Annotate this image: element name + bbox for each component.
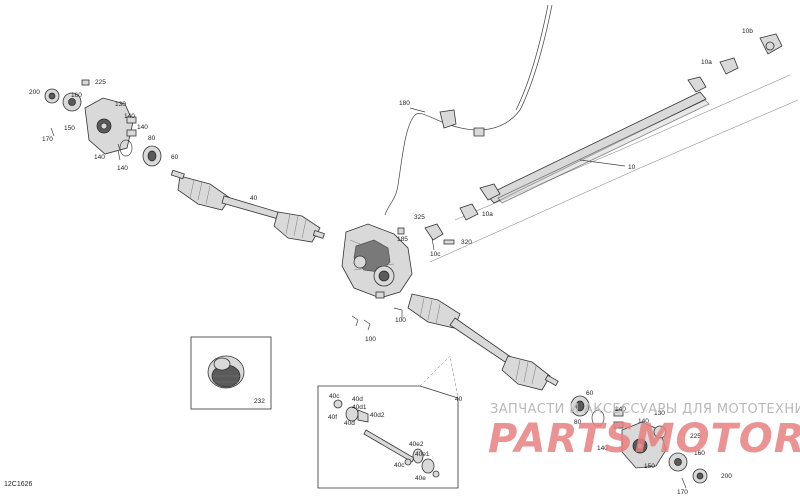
label-140-b: 140 xyxy=(137,124,148,131)
label-80-left: 80 xyxy=(148,135,156,142)
label-130-right: 130 xyxy=(654,410,665,417)
label-225-right: 225 xyxy=(690,433,701,440)
label-40d: 40d xyxy=(344,420,355,427)
label-170-left: 170 xyxy=(42,136,53,143)
label-200-right: 200 xyxy=(721,473,732,480)
label-40e1: 40e1 xyxy=(415,451,430,458)
label-232: 232 xyxy=(254,398,265,405)
label-320: 320 xyxy=(461,239,472,246)
label-140-a: 140 xyxy=(124,113,135,120)
label-100-a: 100 xyxy=(365,336,376,343)
label-140-c: 140 xyxy=(94,154,105,161)
detail-inset-40 xyxy=(317,355,459,489)
label-80-right: 80 xyxy=(574,419,582,426)
label-40f: 40f xyxy=(328,414,337,421)
label-10c: 10c xyxy=(430,251,441,258)
breather-hose xyxy=(384,4,553,216)
right-drive-shaft xyxy=(407,293,559,391)
label-40c-top: 40c xyxy=(329,393,340,400)
label-130-left: 130 xyxy=(115,101,126,108)
label-225-left: 225 xyxy=(95,79,106,86)
propeller-shaft-assembly xyxy=(427,33,799,263)
watermark-logo: PARTSMOTOR.RU xyxy=(488,416,800,462)
label-140-e: 140 xyxy=(597,445,608,452)
label-325: 325 xyxy=(414,214,425,221)
label-10a-bottom: 10a xyxy=(482,211,493,218)
label-40d-top: 40d xyxy=(352,396,363,403)
label-40d2: 40d2 xyxy=(370,412,385,419)
label-60-left: 60 xyxy=(171,154,179,161)
label-160-right: 160 xyxy=(694,450,705,457)
rear-differential xyxy=(341,223,455,331)
left-hub-assembly xyxy=(44,79,162,167)
diagram-code: 12C1626 xyxy=(4,481,33,488)
label-160-left: 160 xyxy=(71,92,82,99)
watermark: ЗАПЧАСТИ И АКСЕССУАРЫ ДЛЯ МОТОТЕХНИКИ PA… xyxy=(488,402,800,462)
watermark-tagline: ЗАПЧАСТИ И АКСЕССУАРЫ ДЛЯ МОТОТЕХНИКИ xyxy=(490,402,800,417)
label-180: 180 xyxy=(399,100,410,107)
label-60-right: 60 xyxy=(586,390,594,397)
label-140-f: 140 xyxy=(615,406,626,413)
callout-labels: 200 225 160 130 150 140 140 140 170 80 6… xyxy=(29,28,753,496)
detail-inset-232 xyxy=(190,336,272,410)
label-40c-bottom: 40c xyxy=(394,462,405,469)
label-40-left-shaft: 40 xyxy=(250,195,258,202)
label-150-left: 150 xyxy=(64,125,75,132)
label-170-right: 170 xyxy=(677,489,688,496)
label-10a-top: 10a xyxy=(701,59,712,66)
label-10: 10 xyxy=(628,164,636,171)
label-40e: 40e xyxy=(415,475,426,482)
label-40d1: 40d1 xyxy=(352,404,367,411)
label-140-g: 140 xyxy=(638,418,649,425)
label-40e2: 40e2 xyxy=(409,441,424,448)
right-hub-assembly xyxy=(570,395,708,489)
label-40-inset: 40 xyxy=(455,396,463,403)
label-200-left: 200 xyxy=(29,89,40,96)
label-10b: 10b xyxy=(742,28,753,35)
left-drive-shaft xyxy=(170,169,325,243)
label-100-b: 100 xyxy=(395,317,406,324)
label-140-d: 140 xyxy=(117,165,128,172)
label-185: 185 xyxy=(397,236,408,243)
label-150-right: 150 xyxy=(644,463,655,470)
